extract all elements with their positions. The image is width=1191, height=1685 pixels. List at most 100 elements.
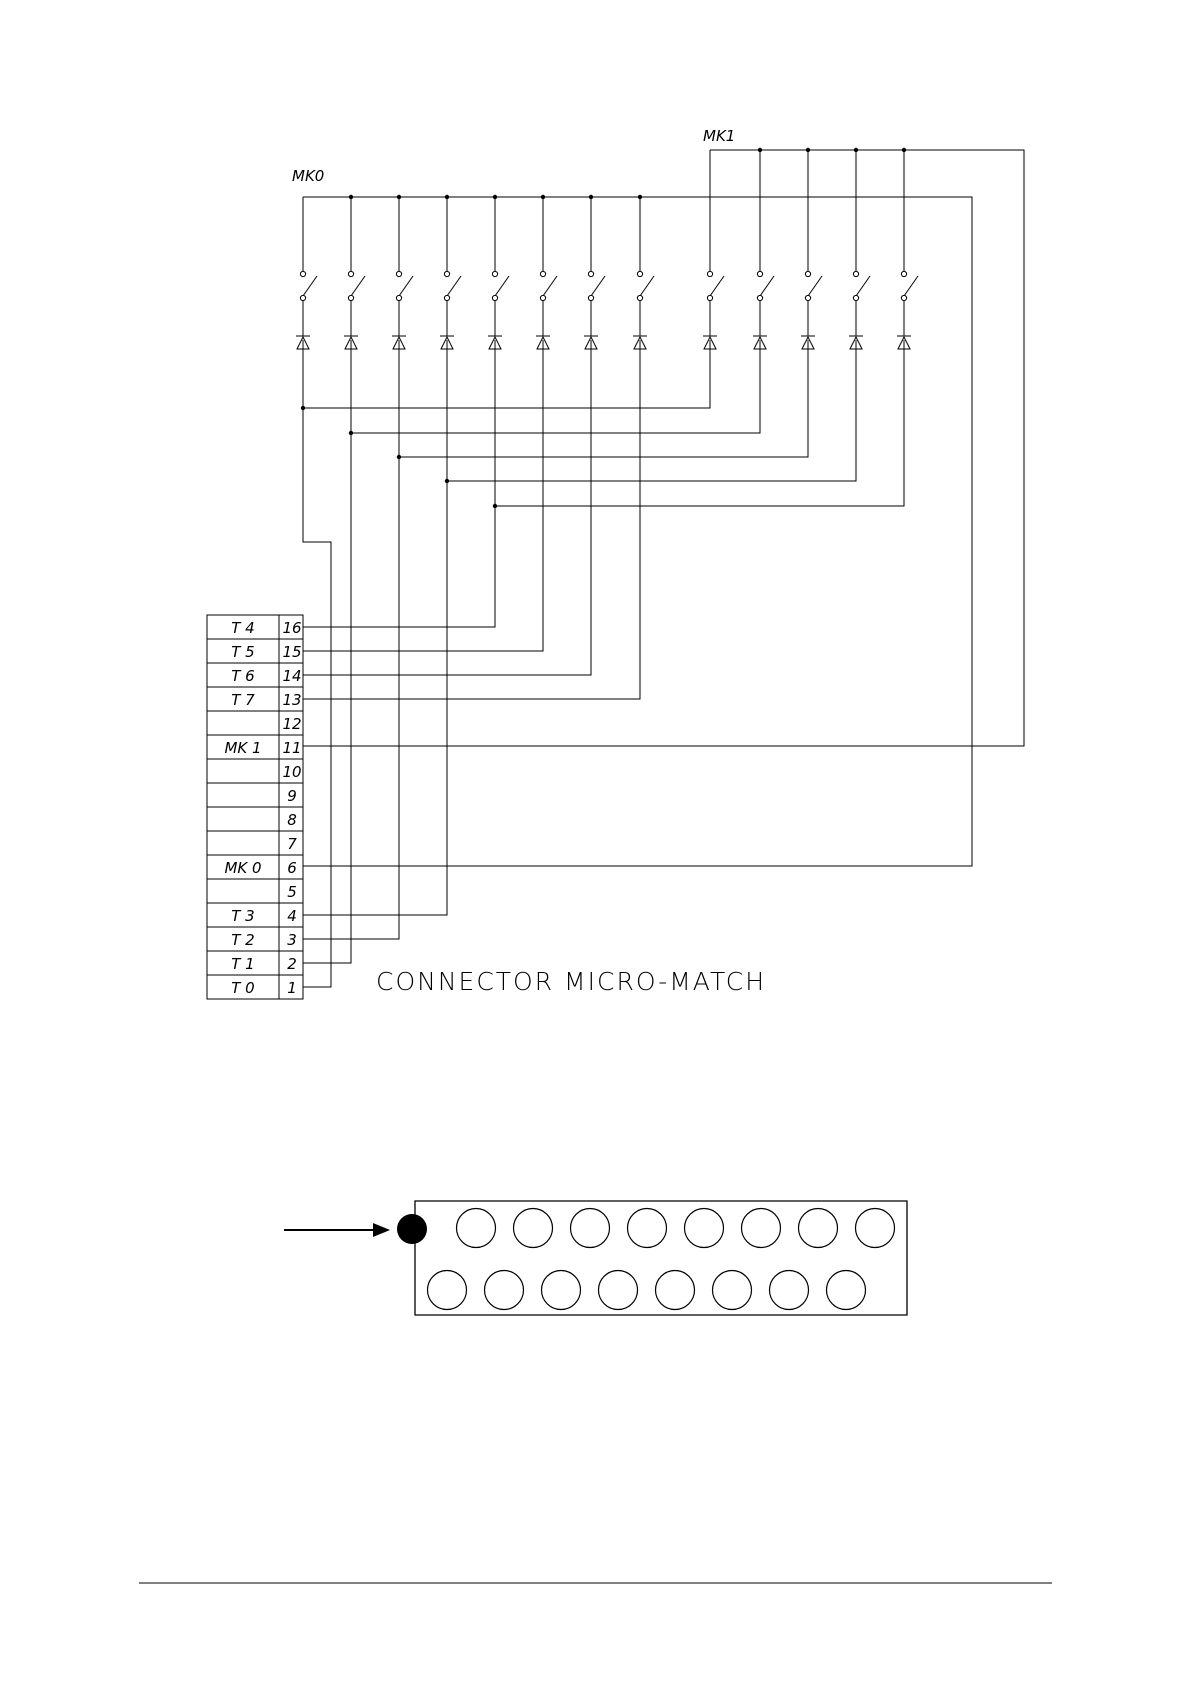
mk0-key-7 <box>633 195 654 352</box>
pin-number-label: 5 <box>287 883 297 901</box>
pin-number-label: 15 <box>282 643 301 661</box>
switch-lever <box>399 276 413 296</box>
pin-number-label: 9 <box>287 787 297 805</box>
pin-signal-label: T 1 <box>231 955 254 973</box>
row-link-t3-h <box>447 340 856 481</box>
connector-hole-top <box>571 1209 610 1248</box>
pin-number-label: 13 <box>282 691 301 709</box>
connector-hole-bottom <box>770 1271 809 1310</box>
switch-lever <box>856 276 870 296</box>
connector-hole-bottom <box>599 1271 638 1310</box>
pin-signal-label: T 0 <box>231 979 254 997</box>
pin-signal-label: T 4 <box>231 619 254 637</box>
bus-junction <box>541 195 545 199</box>
pin1-marker <box>397 1214 427 1244</box>
connector-hole-top <box>685 1209 724 1248</box>
pin-signal-label: T 5 <box>231 643 254 661</box>
connector-hole-top <box>856 1209 895 1248</box>
mk1-bus-wire <box>303 150 1024 746</box>
bus-junction <box>758 148 762 152</box>
switch-lever <box>808 276 822 296</box>
connector-hole-top <box>742 1209 781 1248</box>
pin-number-label: 10 <box>282 763 301 781</box>
pin-signal-label: T 3 <box>231 907 254 925</box>
pin-number-label: 11 <box>282 739 301 757</box>
pin-number-label: 8 <box>287 811 297 829</box>
switch-lever <box>904 276 918 296</box>
mk0-key-1 <box>344 195 365 352</box>
switch-lever <box>543 276 557 296</box>
connector-hole-bottom <box>656 1271 695 1310</box>
connector-outline <box>415 1201 907 1315</box>
pin-signal-label: T 6 <box>231 667 254 685</box>
mk0-key-3 <box>440 195 461 352</box>
pin1-arrow-head <box>373 1223 390 1237</box>
switch-lever <box>760 276 774 296</box>
pin-number-label: 2 <box>287 955 297 973</box>
pin-signal-label: T 2 <box>231 931 254 949</box>
bus-junction <box>589 195 593 199</box>
pin-number-label: 6 <box>287 859 297 877</box>
connector-hole-bottom <box>485 1271 524 1310</box>
mk0-key-0 <box>296 197 317 352</box>
mk1-key-0 <box>703 150 724 352</box>
bus-junction <box>349 195 353 199</box>
row-link-t5 <box>303 340 543 651</box>
mk0-key-2 <box>392 195 413 352</box>
bus-junction <box>854 148 858 152</box>
connector-holes <box>428 1209 895 1310</box>
pin-number-label: 16 <box>282 619 301 637</box>
switch-lever <box>640 276 654 296</box>
connector-hole-bottom <box>542 1271 581 1310</box>
key-switches <box>296 148 918 352</box>
pin-signal-label: T 7 <box>231 691 255 709</box>
junction-dot <box>301 406 305 410</box>
connector-hole-bottom <box>713 1271 752 1310</box>
mk0-key-6 <box>584 195 605 352</box>
pin-number-label: 4 <box>287 907 297 925</box>
connector-hole-bottom <box>827 1271 866 1310</box>
junction-dot <box>349 431 353 435</box>
connector-hole-top <box>799 1209 838 1248</box>
connector-title: CONNECTOR MICRO-MATCH <box>376 967 766 996</box>
connector-hole-top <box>457 1209 496 1248</box>
pin-signal-label: MK 0 <box>224 859 261 877</box>
pin-number-label: 14 <box>282 667 301 685</box>
switch-lever <box>351 276 365 296</box>
connector-hole-bottom <box>428 1271 467 1310</box>
bus-label-mk0: MK0 <box>292 167 324 185</box>
switch-lever <box>447 276 461 296</box>
bus-junction <box>445 195 449 199</box>
switch-lever <box>495 276 509 296</box>
switch-lever <box>303 276 317 296</box>
switch-lever <box>710 276 724 296</box>
mk0-key-4 <box>488 195 509 352</box>
pin-number-label: 1 <box>287 979 297 997</box>
row-link-t2-h <box>399 340 808 457</box>
junction-dot <box>445 479 449 483</box>
bus-junction <box>397 195 401 199</box>
junction-dot <box>493 504 497 508</box>
pin-number-label: 12 <box>282 715 301 733</box>
mk0-key-5 <box>536 195 557 352</box>
switch-lever <box>591 276 605 296</box>
bus-junction <box>638 195 642 199</box>
bus-junction <box>493 195 497 199</box>
matrix-wiring <box>303 150 1024 987</box>
mk1-key-1 <box>753 148 774 352</box>
row-link-t7 <box>303 340 640 699</box>
pin-number-label: 3 <box>287 931 297 949</box>
bus-junction <box>902 148 906 152</box>
row-link-t0-h <box>303 340 710 408</box>
mk1-key-4 <box>897 148 918 352</box>
connector-housing <box>284 1201 907 1315</box>
junction-dot <box>397 455 401 459</box>
row-link-t1-h <box>351 340 760 433</box>
bus-junction <box>806 148 810 152</box>
connector-hole-top <box>628 1209 667 1248</box>
mk1-key-2 <box>801 148 822 352</box>
row-link-t0 <box>303 340 331 987</box>
connector-hole-top <box>514 1209 553 1248</box>
mk1-key-3 <box>849 148 870 352</box>
